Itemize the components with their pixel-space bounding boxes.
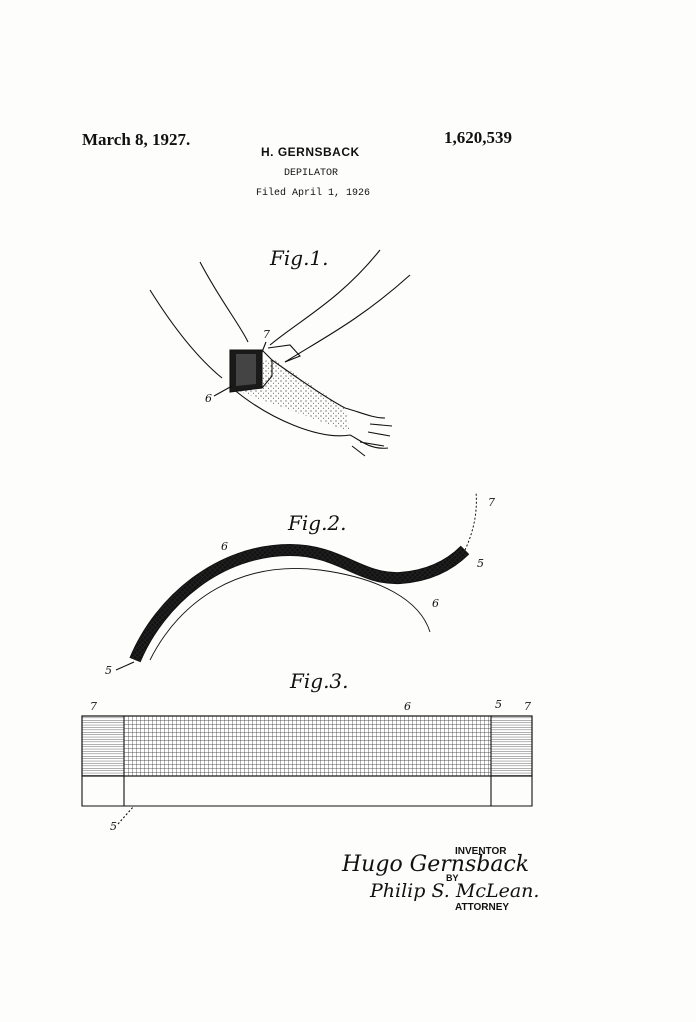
invention-title: DEPILATOR xyxy=(284,168,339,179)
figure-2: Fig.2. 7 6 5 6 5 xyxy=(105,491,495,677)
fig3-ref-5-top: 5 xyxy=(495,698,502,711)
fig1-ref-7: 7 xyxy=(263,328,270,341)
attorney-signature: Philip S. McLean. xyxy=(370,880,540,902)
figure-1: Fig.1. 7 6 xyxy=(149,246,411,457)
fig2-ref-6-bottom: 6 xyxy=(432,597,439,610)
patent-number: 1,620,539 xyxy=(444,128,512,147)
inventor-label: INVENTOR xyxy=(455,846,507,857)
fig3-caption: Fig.3. xyxy=(289,669,349,693)
by-label: BY xyxy=(446,873,459,883)
fig2-ref-7: 7 xyxy=(488,496,495,509)
inventor-signature: Hugo Gernsback xyxy=(342,852,530,877)
fig2-caption: Fig.2. xyxy=(287,511,347,535)
fig2-ref-5-right: 5 xyxy=(477,557,484,570)
fig3-ref-6: 6 xyxy=(404,700,411,713)
fig1-caption: Fig.1. xyxy=(269,246,329,270)
fig2-ref-5-left: 5 xyxy=(105,664,112,677)
fig3-ref-7-right: 7 xyxy=(524,700,531,713)
filed-date: Filed April 1, 1926 xyxy=(256,188,371,199)
fig3-ref-7-left: 7 xyxy=(90,700,97,713)
fig3-ref-5-bottom: 5 xyxy=(110,820,117,833)
figure-3: Fig.3. 7 6 5 7 5 xyxy=(81,669,533,833)
fig1-ref-6: 6 xyxy=(205,392,212,405)
fig2-ref-6-top: 6 xyxy=(221,540,228,553)
inventor-name: H. GERNSBACK xyxy=(261,145,360,159)
patent-date: March 8, 1927. xyxy=(82,130,191,149)
attorney-label: ATTORNEY xyxy=(455,902,510,913)
